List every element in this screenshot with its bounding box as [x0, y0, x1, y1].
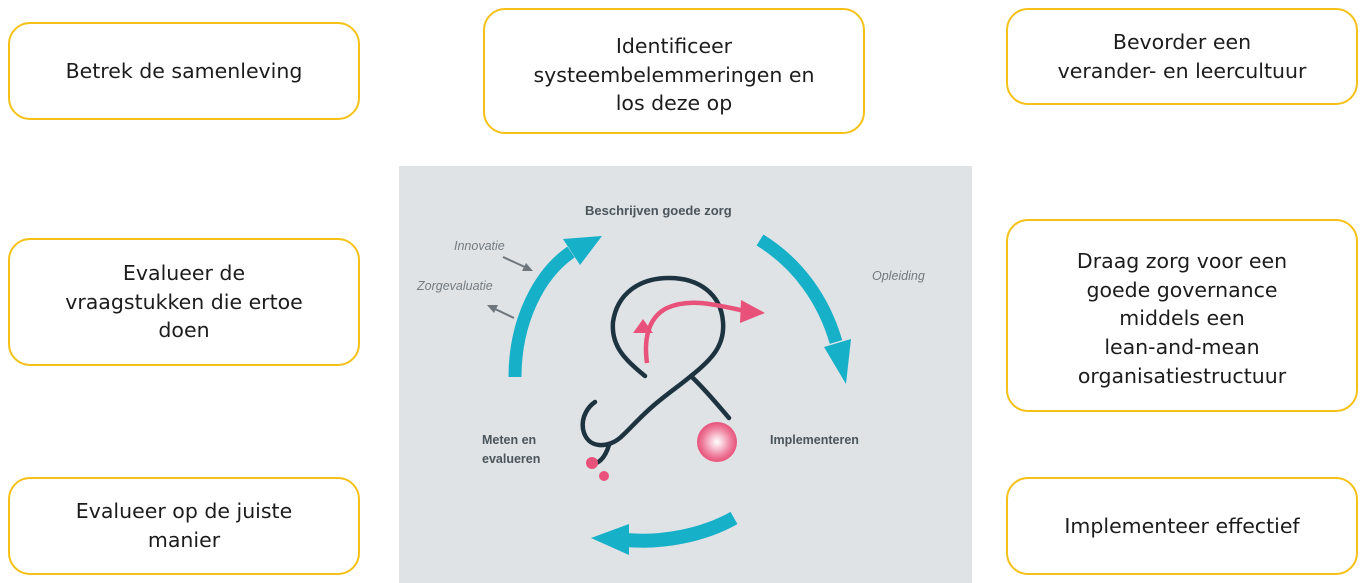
box-evaluate-correctly: Evalueer op de juiste manier — [8, 477, 360, 575]
label-implement: Implementeren — [770, 433, 859, 447]
box-evaluate-correctly-label: Evalueer op de juiste manier — [75, 499, 293, 552]
pink-curved-arrow — [633, 300, 765, 364]
innovation-arrow — [502, 256, 533, 271]
box-governance-label: Draag zorg voor een goede governance mid… — [1076, 249, 1288, 388]
care-cycle-diagram: Beschrijven goede zorg Innovatie Zorgeva… — [399, 166, 972, 583]
box-learning-culture-label: Bevorder een verander- en leercultuur — [1057, 29, 1307, 83]
ear-tip-icon — [586, 457, 598, 469]
box-evaluate-questions-label: Evalueer de vraagstukken die ertoe doen — [65, 260, 303, 343]
label-training: Opleiding — [872, 269, 925, 283]
box-engage-society: Betrek de samenleving — [8, 22, 360, 120]
box-engage-society-label: Betrek de samenleving — [65, 58, 303, 83]
label-innovation: Innovatie — [454, 239, 505, 253]
care-cycle-svg: Beschrijven goede zorg Innovatie Zorgeva… — [416, 203, 925, 555]
box-implement-effectively: Implementeer effectief — [1006, 477, 1358, 575]
stethoscope-icon — [580, 275, 732, 467]
box-implement-effectively-label: Implementeer effectief — [1064, 513, 1300, 538]
cycle-arrow-right — [756, 234, 851, 384]
ear-tip-icon — [599, 471, 609, 481]
care-evaluation-arrow — [487, 305, 515, 319]
box-governance: Draag zorg voor een goede governance mid… — [1006, 219, 1358, 412]
chest-piece-icon — [697, 422, 737, 462]
label-describe: Beschrijven goede zorg — [585, 203, 732, 218]
cycle-arrow-top-left — [508, 236, 602, 378]
box-system-barriers-label: Identificeer systeembelemmeringen en los… — [533, 33, 815, 116]
label-measure-2: evalueren — [482, 452, 540, 466]
cycle-arrow-bottom — [591, 511, 738, 555]
box-evaluate-questions: Evalueer de vraagstukken die ertoe doen — [8, 238, 360, 366]
label-care-evaluation: Zorgevaluatie — [416, 279, 493, 293]
box-system-barriers: Identificeer systeembelemmeringen en los… — [483, 8, 865, 134]
box-learning-culture: Bevorder een verander- en leercultuur — [1006, 8, 1358, 105]
label-measure-1: Meten en — [482, 433, 536, 447]
